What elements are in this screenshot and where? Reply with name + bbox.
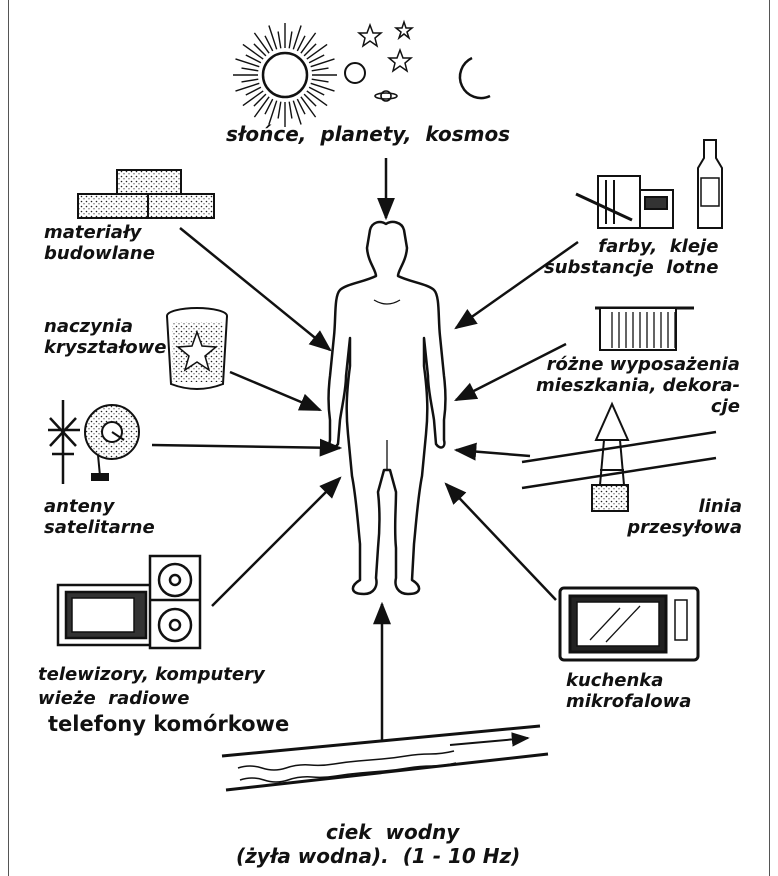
tv-icon (58, 585, 160, 645)
label-water-2: (żyła wodna). (1 - 10 Hz) (236, 846, 520, 867)
saturn-icon (375, 91, 397, 101)
arrow-electronics (212, 478, 340, 606)
planet-icon (345, 63, 365, 83)
power-tower-icon (592, 404, 628, 511)
microwave-icon (560, 588, 698, 660)
bricks-icon (78, 170, 214, 218)
label-electronics-1: telewizory, komputery (38, 664, 265, 685)
stars-icon (359, 22, 412, 71)
human-figure (329, 222, 446, 594)
paint-cans-icon (576, 176, 673, 228)
label-paints: farby, kleje substancje lotne (544, 236, 718, 278)
label-water-1: ciek wodny (326, 822, 459, 843)
shelf-icon (595, 308, 694, 350)
moon-icon (460, 58, 490, 98)
satellite-dish-icon (85, 405, 139, 480)
label-electronics-3: telefony komórkowe (48, 714, 289, 735)
label-microwave: kuchenka mikrofalowa (566, 670, 691, 712)
label-cosmos: słońce, planety, kosmos (226, 124, 510, 145)
label-antennas: anteny satelitarne (44, 496, 155, 538)
label-electronics-2: wieże radiowe (38, 688, 190, 709)
sun-icon (233, 23, 337, 127)
label-building-materials: materiały budowlane (44, 222, 155, 264)
label-furnishings: różne wyposażenia mieszkania, dekora- cj… (536, 354, 740, 417)
label-power-line: linia przesyłowa (606, 496, 742, 538)
arrow-crystal (230, 372, 320, 410)
speaker-icon (150, 556, 200, 648)
arrow-microwave (446, 484, 556, 600)
crystal-vase-icon (167, 308, 227, 389)
label-crystal: naczynia kryształowe (44, 316, 166, 358)
arrow-antennas (152, 445, 340, 448)
arrow-power-line (456, 450, 530, 456)
antenna-icon (48, 400, 80, 484)
